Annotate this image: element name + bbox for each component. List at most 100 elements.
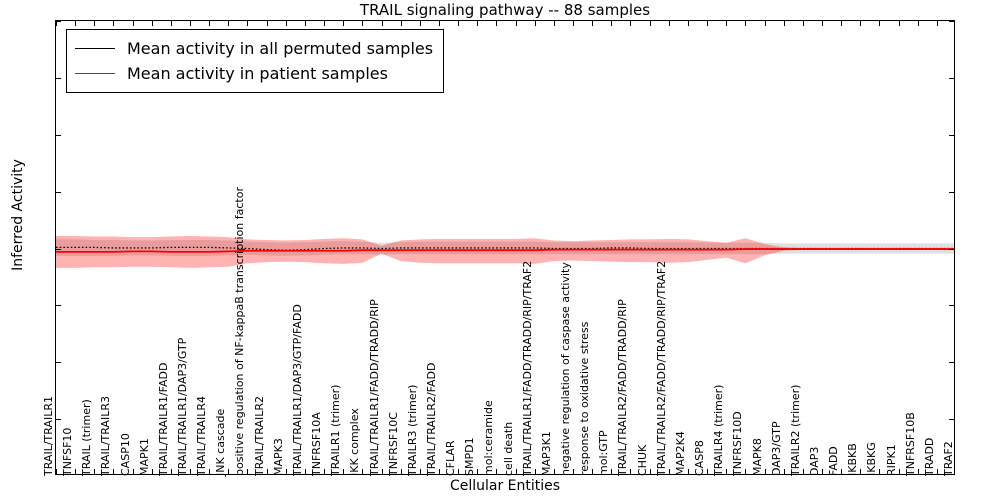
x-axis-tick-mark (802, 21, 804, 26)
x-axis-tick-label: TRAILR3 (trimer) (405, 384, 419, 476)
y-axis-tick-mark (949, 21, 954, 22)
x-axis-tick-label: IKBKB (846, 443, 860, 476)
x-axis-tick-label: TRAIL/TRAILR1/FADD (156, 362, 170, 476)
line-patient (56, 248, 954, 253)
x-axis-tick-mark (458, 21, 460, 26)
x-axis-tick-label: TNFRSF10B (903, 412, 917, 476)
x-axis-tick-mark (879, 469, 881, 474)
x-axis-tick-mark (151, 469, 153, 474)
x-axis-tick-label: SMPD1 (463, 437, 477, 476)
x-axis-tick-label: TRAIL/TRAILR3 (99, 396, 113, 476)
x-axis-tick-mark (515, 21, 517, 26)
x-axis-tick-mark (362, 469, 364, 474)
x-axis-tick-mark (419, 469, 421, 474)
x-axis-tick-label: TRAILR2 (trimer) (788, 384, 802, 476)
x-axis-title: Cellular Entities (449, 478, 561, 494)
x-axis-tick-label: JNK cascade (214, 408, 228, 476)
x-axis-tick-mark (266, 469, 268, 474)
x-axis-tick-mark (75, 21, 77, 26)
x-axis-tick-mark (228, 21, 230, 26)
series-lines (56, 246, 954, 253)
x-axis-tick-mark (113, 21, 115, 26)
x-axis-tick-label: CFLAR (444, 440, 458, 476)
x-axis-tick-mark (917, 21, 919, 26)
x-axis-tick-mark (821, 469, 823, 474)
x-axis-tick-mark (381, 469, 383, 474)
x-axis-tick-label: MAPK8 (750, 438, 764, 476)
x-axis-tick-mark (841, 469, 843, 474)
x-axis-tick-mark (707, 21, 709, 26)
x-axis-tick-mark (898, 469, 900, 474)
x-axis-tick-mark (285, 469, 287, 474)
x-axis-tick-mark (132, 469, 134, 474)
x-axis-tick-mark (821, 21, 823, 26)
x-axis-tick-label: IKK complex (348, 408, 362, 476)
x-axis-tick-label: IKBKG (865, 442, 879, 476)
x-axis-tick-label: FADD (827, 446, 841, 476)
x-axis-tick-mark (726, 21, 728, 26)
x-axis-tick-mark (534, 469, 536, 474)
x-axis-tick-mark (324, 469, 326, 474)
x-axis-tick-mark (151, 21, 153, 26)
x-axis-tick-mark (477, 469, 479, 474)
x-axis-tick-mark (496, 469, 498, 474)
x-axis-tick-label: CASP10 (118, 433, 132, 476)
band-patient (56, 235, 954, 268)
x-axis-tick-label: TRAF2 (942, 441, 955, 476)
y-axis-tick-mark (56, 362, 61, 364)
x-axis-tick-label: DAP3/GTP (769, 421, 783, 476)
x-axis-tick-mark (458, 469, 460, 474)
x-axis-tick-label: TRAIL/TRAILR1/FADD/TRADD/RIP (367, 299, 381, 476)
x-axis-tick-mark (419, 21, 421, 26)
x-axis-tick-mark (534, 21, 536, 26)
x-axis-tick-mark (592, 21, 594, 26)
y-axis-tick-mark (56, 134, 61, 136)
x-axis-tick-mark (496, 21, 498, 26)
x-axis-tick-mark (764, 21, 766, 26)
x-axis-tick-mark (860, 469, 862, 474)
y-axis-tick-mark (949, 419, 954, 421)
x-axis-tick-label: CHUK (635, 444, 649, 476)
x-axis-tick-mark (726, 469, 728, 474)
x-axis-tick-label: TRAIL/TRAILR1 (42, 396, 55, 476)
x-axis-tick-label: RIPK1 (884, 444, 898, 476)
x-axis-tick-mark (936, 21, 938, 26)
plot-svg (56, 235, 954, 268)
x-axis-tick-label: mol:ceramide (482, 400, 496, 476)
x-axis-tick-mark (438, 21, 440, 26)
x-axis-tick-label: TNFRSF10C (386, 412, 400, 476)
x-axis-tick-mark (400, 469, 402, 474)
x-axis-tick-label: TNFSF10 (61, 427, 75, 476)
y-axis-tick-mark (56, 77, 61, 79)
x-axis-tick-mark (802, 469, 804, 474)
x-axis-tick-label: TRAIL/TRAILR2/FADD/TRADD/RIP/TRAF2 (654, 260, 668, 476)
x-axis-tick-label: cell death (501, 421, 515, 476)
y-axis-tick-mark (949, 77, 954, 79)
x-axis-tick-mark (304, 21, 306, 26)
legend: Mean activity in all permuted samples Me… (66, 29, 445, 93)
chart-title: TRAIL signaling pathway -- 88 samples (359, 1, 651, 19)
x-axis-tick-label: TRAIL/TRAILR1/DAP3/GTP (176, 337, 190, 476)
x-axis-tick-label: TRAIL/TRAILR4 (195, 396, 209, 476)
x-axis-tick-mark (649, 469, 651, 474)
x-axis-tick-mark (668, 21, 670, 26)
x-axis-tick-mark (170, 21, 172, 26)
legend-label-patient: Mean activity in patient samples (127, 64, 388, 83)
x-axis-tick-mark (707, 469, 709, 474)
x-axis-tick-label: TRAIL/TRAILR2 (252, 396, 266, 476)
x-axis-tick-mark (630, 21, 632, 26)
x-axis-tick-mark (745, 21, 747, 26)
x-axis-tick-mark (75, 469, 77, 474)
x-axis-tick-mark (190, 21, 192, 26)
y-axis-tick-mark (949, 305, 954, 307)
x-axis-tick-mark (649, 21, 651, 26)
x-axis-tick-mark (553, 469, 555, 474)
x-axis-tick-label: TRAILR4 (trimer) (712, 384, 726, 476)
x-axis-tick-mark (841, 21, 843, 26)
x-axis-tick-mark (343, 21, 345, 26)
x-axis-tick-label: TRADD (922, 437, 936, 476)
x-axis-tick-mark (400, 21, 402, 26)
x-axis-tick-mark (936, 469, 938, 474)
y-axis-tick-mark (56, 21, 61, 22)
x-axis-tick-label: TNFRSF10D (731, 411, 745, 476)
